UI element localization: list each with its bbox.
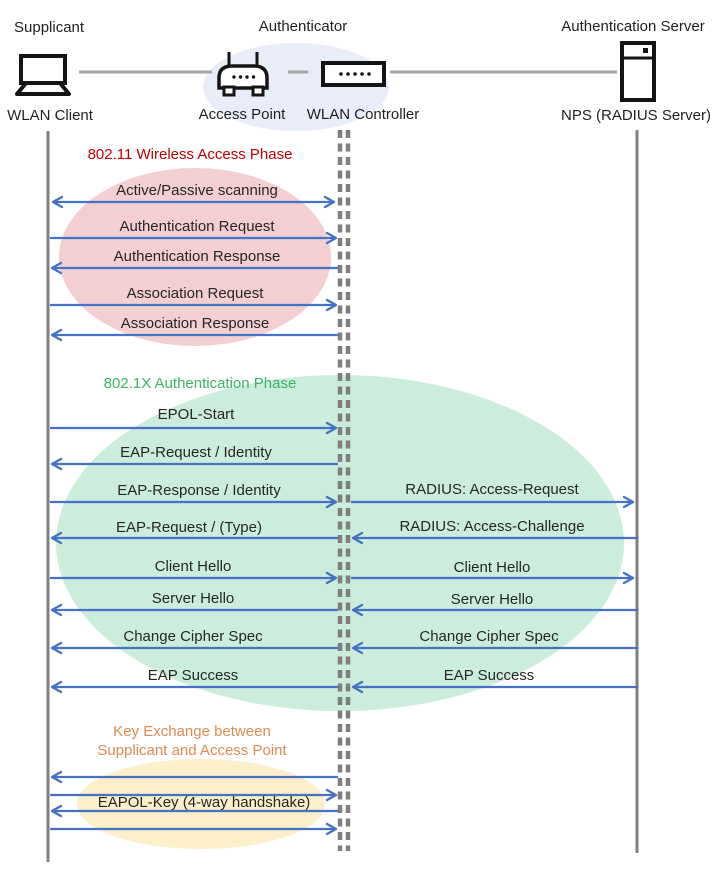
message-label: EAP-Request / Identity [120, 444, 272, 461]
phase-title-8021x-authentication: 802.1X Authentication Phase [103, 375, 297, 392]
laptop-icon [15, 54, 71, 96]
message-label: Client Hello [154, 558, 232, 575]
wlan-controller-icon [321, 61, 386, 87]
role-authenticator: Authenticator [258, 18, 348, 35]
phase-title-wireless-access: 802.11 Wireless Access Phase [87, 146, 293, 163]
message-label: Change Cipher Spec [123, 628, 263, 645]
message-label: Change Cipher Spec [419, 628, 559, 645]
message-label: RADIUS: Access-Challenge [399, 518, 585, 535]
phase-title-key-exchange-line2: Supplicant and Access Point [97, 742, 287, 759]
message-label: EAP-Request / (Type) [116, 519, 262, 536]
wireless-access-phase-ellipse [59, 168, 331, 346]
role-supplicant: Supplicant [14, 19, 85, 36]
phase-title-key-exchange: Key Exchange between Supplicant and Acce… [97, 722, 286, 760]
node-label-nps-radius-server: NPS (RADIUS Server) [560, 107, 712, 124]
message-label: EAP Success [443, 667, 535, 684]
message-label: Server Hello [450, 591, 534, 608]
message-label: Association Response [120, 315, 270, 332]
message-label: EAP Success [147, 667, 239, 684]
node-label-wlan-client: WLAN Client [7, 107, 93, 124]
node-label-wlan-controller: WLAN Controller [306, 106, 420, 123]
message-label: Active/Passive scanning [116, 182, 278, 199]
message-label: EPOL-Start [157, 406, 235, 423]
message-label: EAPOL-Key (4-way handshake) [97, 794, 311, 811]
client-controller-arrows [50, 195, 338, 836]
controller-server-arrows [351, 495, 638, 694]
phase-title-key-exchange-line1: Key Exchange between [113, 723, 271, 740]
message-label: Client Hello [453, 559, 531, 576]
role-authentication-server: Authentication Server [561, 18, 705, 35]
message-label: Authentication Request [119, 218, 275, 235]
message-label: EAP-Response / Identity [117, 482, 281, 499]
key-exchange-phase-ellipse [77, 759, 325, 849]
lifelines [46, 130, 639, 862]
message-label: Authentication Response [113, 248, 281, 265]
node-label-access-point: Access Point [198, 106, 286, 123]
message-label: Server Hello [151, 590, 235, 607]
message-label: RADIUS: Access-Request [405, 481, 579, 498]
message-label: Association Request [126, 285, 264, 302]
server-icon [620, 41, 656, 102]
access-point-icon [217, 52, 269, 97]
